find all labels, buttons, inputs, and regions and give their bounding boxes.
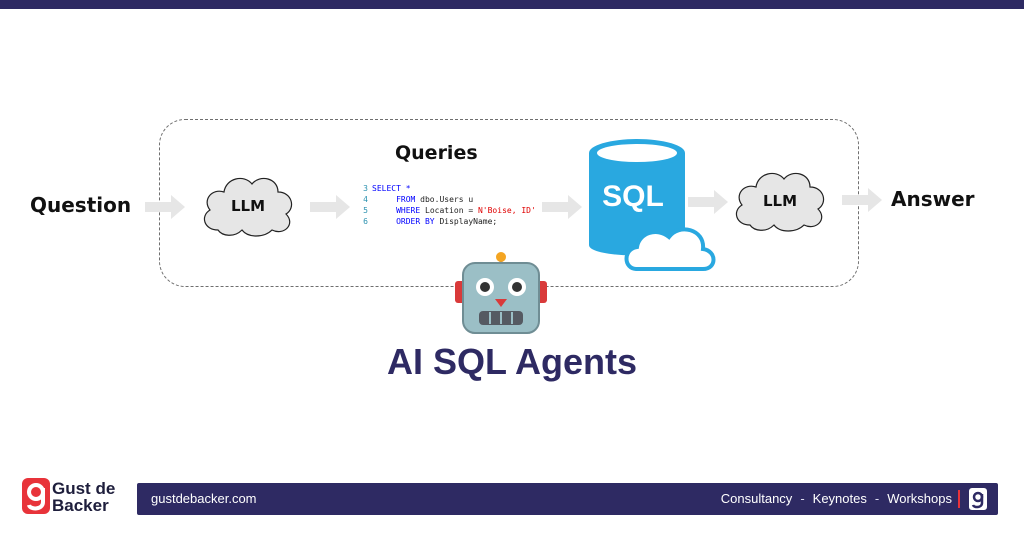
footer-separator: - bbox=[800, 491, 805, 506]
footer-bar: gustdebacker.com Consultancy - Keynotes … bbox=[137, 483, 998, 515]
code-line: 4 FROM dbo.Users u bbox=[360, 194, 536, 205]
sql-code-snippet: 3 SELECT * 4 FROM dbo.Users u 5 WHERE Lo… bbox=[360, 183, 536, 227]
arrow-llm-to-answer bbox=[842, 188, 882, 212]
line-number: 5 bbox=[363, 206, 368, 215]
top-accent-bar bbox=[0, 0, 1024, 9]
code-line: 5 WHERE Location = N'Boise, ID' bbox=[360, 205, 536, 216]
line-number: 6 bbox=[363, 217, 368, 226]
footer-services: Consultancy - Keynotes - Workshops bbox=[721, 491, 952, 506]
brand-name: Gust de Backer bbox=[52, 480, 115, 514]
line-number: 4 bbox=[363, 195, 368, 204]
line-number: 3 bbox=[363, 184, 368, 193]
sql-keyword: FROM bbox=[396, 195, 416, 204]
sql-cloud-database-icon bbox=[589, 139, 716, 271]
brand-name-line1: Gust de bbox=[52, 479, 116, 498]
arrow-llm-to-queries bbox=[310, 195, 350, 219]
footer-url-link[interactable]: gustdebacker.com bbox=[151, 491, 257, 506]
sql-keyword: WHERE bbox=[396, 206, 421, 215]
brand-logo-icon bbox=[22, 478, 50, 514]
page-title: AI SQL Agents bbox=[386, 341, 638, 382]
sql-string: N'Boise, ID' bbox=[477, 206, 536, 215]
llm-right-cloud-icon bbox=[735, 172, 825, 232]
llm-left-cloud-icon bbox=[203, 177, 293, 237]
footer-separator: - bbox=[874, 491, 880, 506]
footer-divider bbox=[958, 490, 960, 508]
database-label: SQL bbox=[602, 180, 664, 213]
arrow-database-to-llm bbox=[688, 190, 728, 214]
answer-label: Answer bbox=[891, 187, 975, 211]
brand-name-line2: Backer bbox=[52, 496, 109, 515]
sql-text: DisplayName; bbox=[434, 217, 498, 226]
code-line: 6 ORDER BY DisplayName; bbox=[360, 216, 536, 227]
footer-link-keynotes[interactable]: Keynotes bbox=[812, 491, 867, 506]
arrow-question-to-llm bbox=[145, 195, 185, 219]
llm-right-label: LLM bbox=[762, 192, 798, 210]
footer-link-workshops[interactable]: Workshops bbox=[887, 491, 952, 506]
footer-logo-icon bbox=[969, 488, 987, 510]
llm-left-label: LLM bbox=[230, 197, 266, 215]
sql-keyword: SELECT * bbox=[372, 184, 411, 193]
sql-text: dbo.Users u bbox=[415, 195, 474, 204]
footer-link-consultancy[interactable]: Consultancy bbox=[720, 491, 793, 506]
sql-keyword: ORDER BY bbox=[396, 217, 435, 226]
code-line: 3 SELECT * bbox=[360, 183, 536, 194]
queries-label: Queries bbox=[395, 142, 478, 164]
sql-text: Location = bbox=[420, 206, 478, 215]
robot-face-icon bbox=[455, 252, 547, 334]
arrow-queries-to-database bbox=[542, 195, 582, 219]
question-label: Question bbox=[30, 193, 132, 217]
